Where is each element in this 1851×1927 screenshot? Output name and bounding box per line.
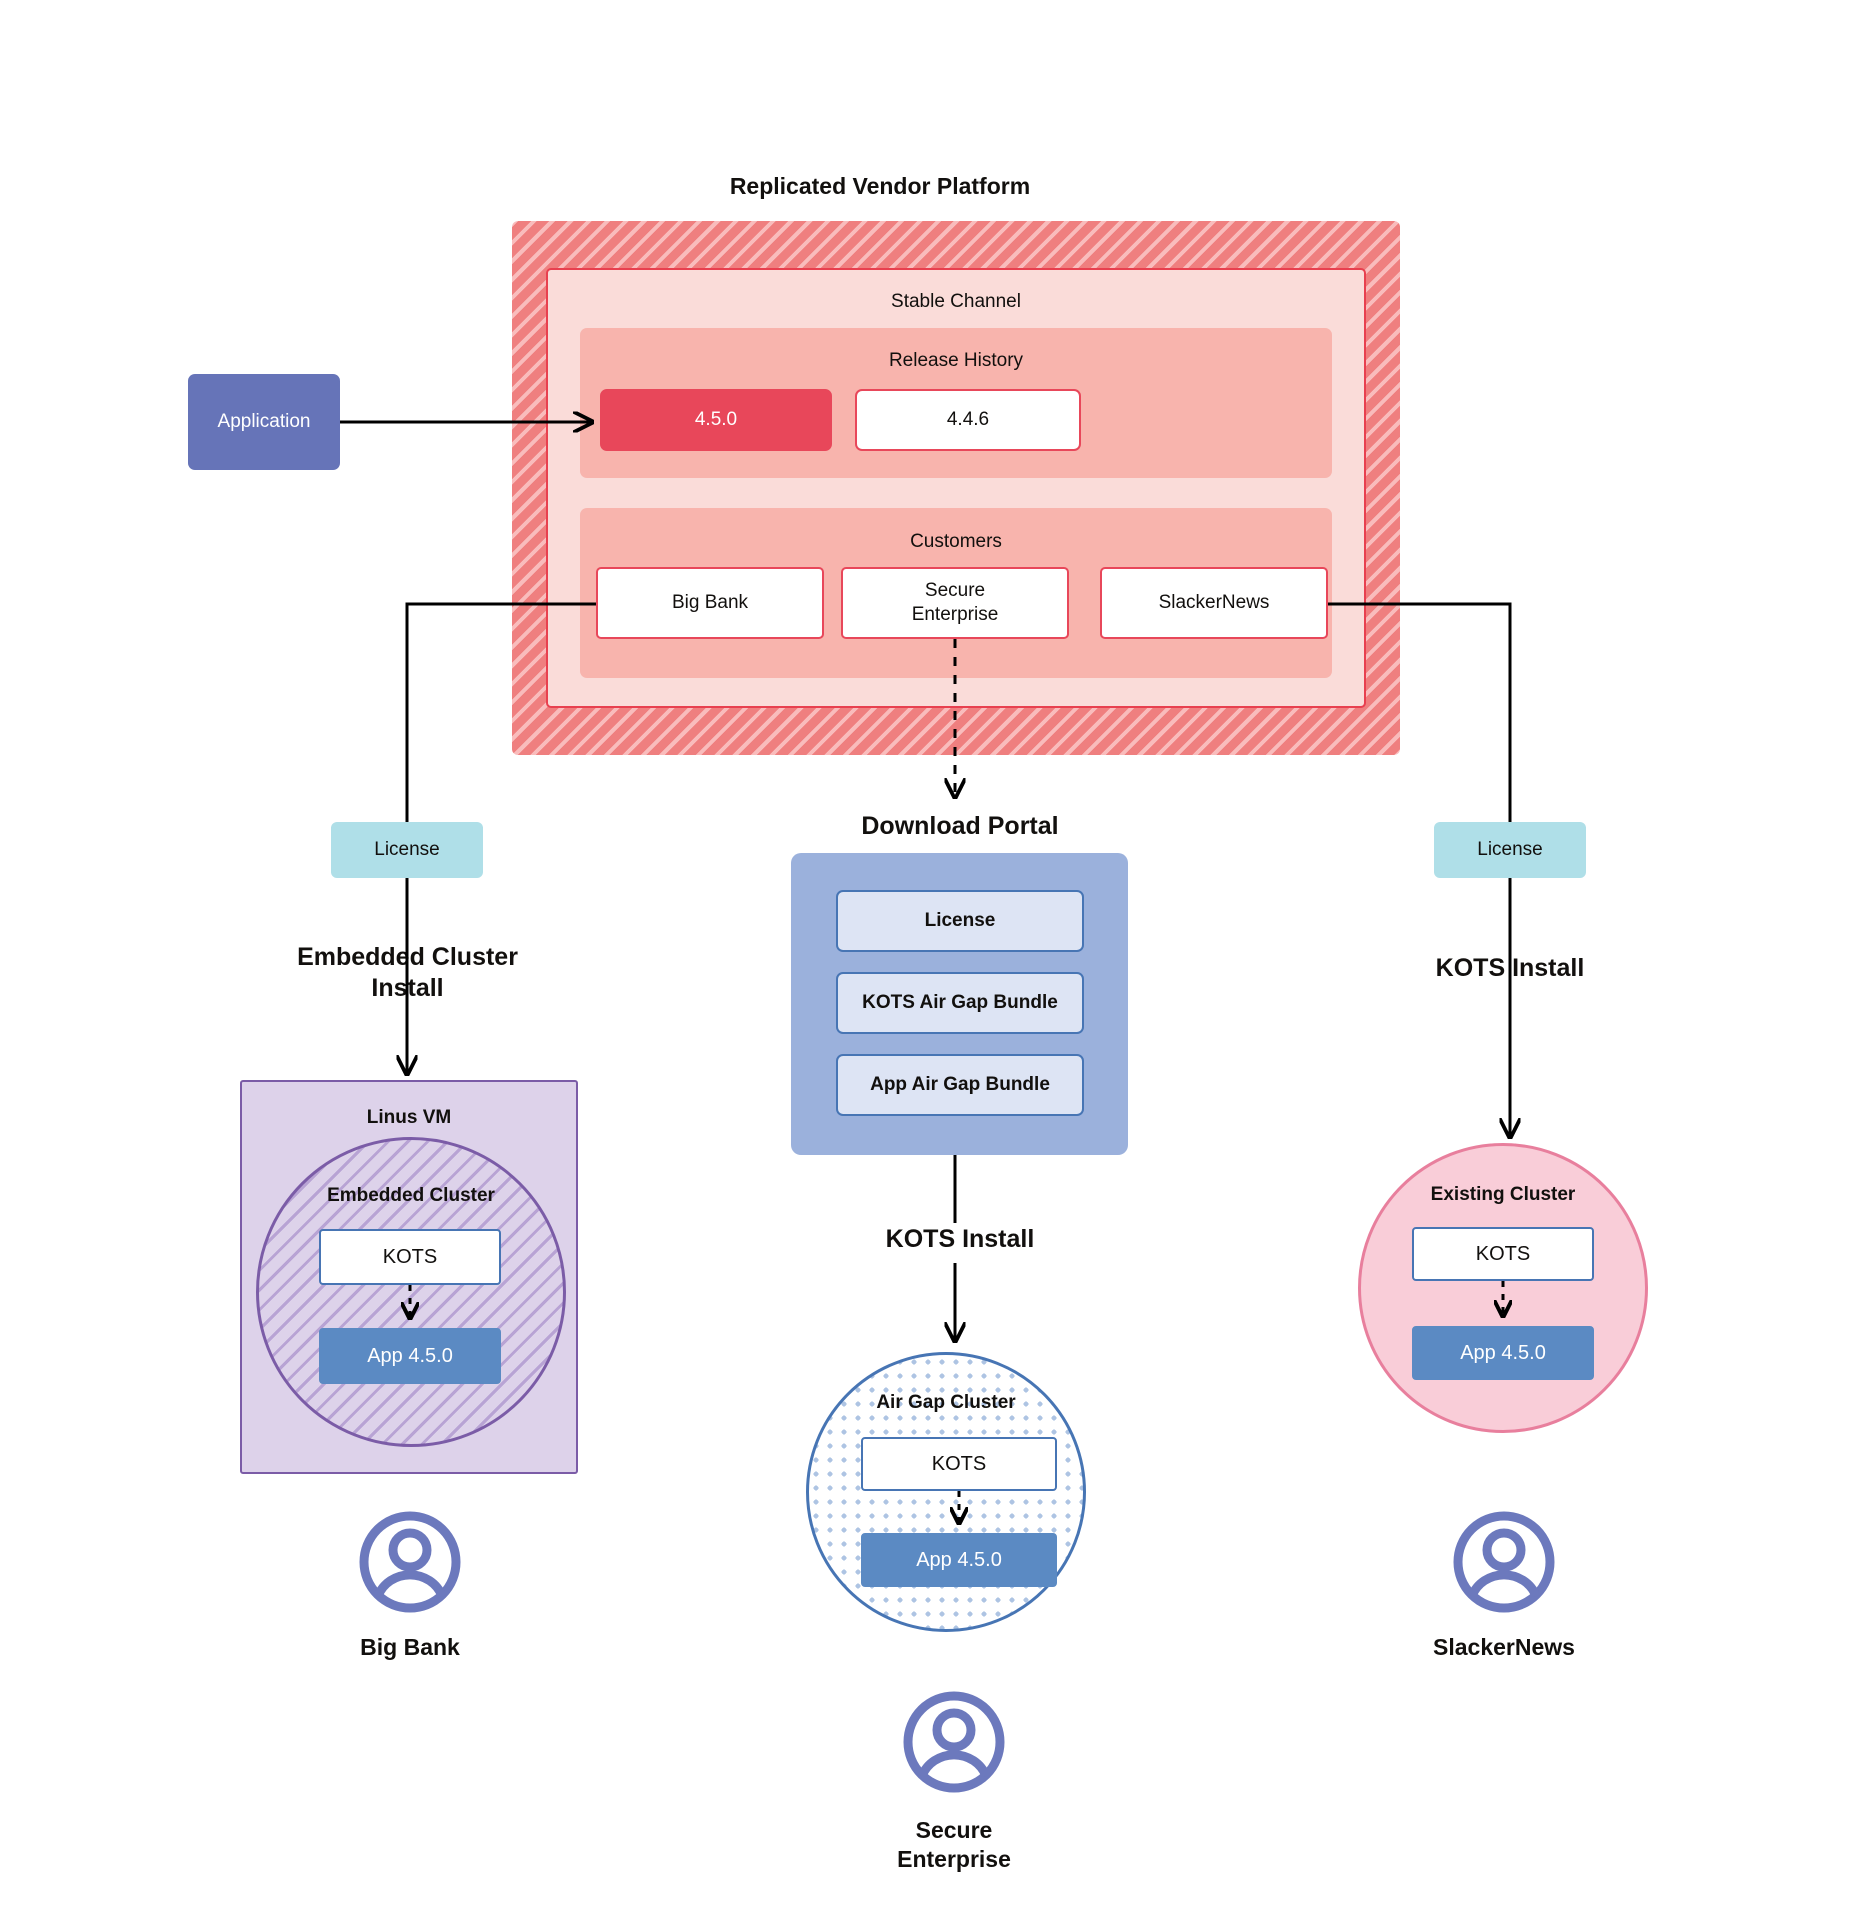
- release-version-current: 4.5.0: [694, 409, 738, 431]
- person-icon: [1453, 1511, 1555, 1613]
- air-gap-cluster-kots-label: KOTS: [931, 1452, 987, 1475]
- customer-box-slackernews[interactable]: SlackerNews: [1100, 567, 1328, 639]
- existing-cluster-label: Existing Cluster: [1430, 1184, 1576, 1206]
- avatar-big-bank: [358, 1510, 462, 1614]
- release-box-current[interactable]: 4.5.0: [600, 389, 832, 451]
- avatar-secure-enterprise: [902, 1690, 1006, 1794]
- flow-label-embedded-cluster-install: Embedded Cluster Install: [297, 942, 518, 1002]
- application-box[interactable]: Application: [188, 374, 340, 470]
- customer-name-secure-enterprise: Secure Enterprise: [911, 580, 999, 625]
- embedded-cluster-label: Embedded Cluster: [327, 1185, 495, 1207]
- license-chip-left[interactable]: License: [331, 822, 483, 878]
- portal-item-kots-air-gap-bundle-label: KOTS Air Gap Bundle: [862, 992, 1058, 1014]
- portal-item-kots-air-gap-bundle[interactable]: KOTS Air Gap Bundle: [836, 972, 1084, 1034]
- release-version-previous: 4.4.6: [946, 409, 990, 431]
- stable-channel-label: Stable Channel: [891, 291, 1021, 313]
- customer-box-secure-enterprise[interactable]: Secure Enterprise: [841, 567, 1069, 639]
- customers-label: Customers: [910, 531, 1002, 553]
- embedded-cluster-kots-label: KOTS: [382, 1245, 438, 1268]
- linux-vm-label: Linus VM: [366, 1107, 452, 1129]
- portal-item-license-label: License: [924, 910, 996, 932]
- persona-label-secure-enterprise: Secure Enterprise: [897, 1817, 1011, 1872]
- diagram-title: Replicated Vendor Platform: [729, 172, 1031, 199]
- existing-cluster-kots-box[interactable]: KOTS: [1412, 1227, 1594, 1281]
- persona-label-big-bank: Big Bank: [360, 1633, 460, 1660]
- existing-cluster-app-label: App 4.5.0: [1460, 1341, 1546, 1364]
- air-gap-cluster-label: Air Gap Cluster: [876, 1392, 1016, 1414]
- portal-item-app-air-gap-bundle-label: App Air Gap Bundle: [870, 1074, 1050, 1096]
- portal-item-license[interactable]: License: [836, 890, 1084, 952]
- existing-cluster-kots-label: KOTS: [1475, 1242, 1531, 1265]
- existing-cluster-app-box[interactable]: App 4.5.0: [1412, 1326, 1594, 1380]
- avatar-slackernews: [1452, 1510, 1556, 1614]
- license-chip-left-label: License: [374, 839, 440, 861]
- portal-item-app-air-gap-bundle[interactable]: App Air Gap Bundle: [836, 1054, 1084, 1116]
- license-chip-right[interactable]: License: [1434, 822, 1586, 878]
- air-gap-cluster-app-box[interactable]: App 4.5.0: [861, 1533, 1057, 1587]
- flow-label-kots-install-center: KOTS Install: [885, 1225, 1035, 1254]
- license-chip-right-label: License: [1477, 839, 1543, 861]
- embedded-cluster-kots-box[interactable]: KOTS: [319, 1229, 501, 1285]
- embedded-cluster-app-label: App 4.5.0: [367, 1344, 453, 1367]
- download-portal-title: Download Portal: [861, 812, 1059, 841]
- person-icon: [359, 1511, 461, 1613]
- flow-label-kots-install-right: KOTS Install: [1435, 954, 1585, 983]
- release-box-previous[interactable]: 4.4.6: [855, 389, 1081, 451]
- customer-name-slackernews: SlackerNews: [1158, 592, 1270, 614]
- embedded-cluster-app-box[interactable]: App 4.5.0: [319, 1328, 501, 1384]
- persona-label-slackernews: SlackerNews: [1433, 1633, 1575, 1660]
- customer-box-big-bank[interactable]: Big Bank: [596, 567, 824, 639]
- release-history-label: Release History: [888, 350, 1024, 372]
- application-label: Application: [217, 411, 311, 433]
- person-icon: [903, 1691, 1005, 1793]
- customer-name-big-bank: Big Bank: [671, 592, 749, 614]
- embedded-cluster-circle: [256, 1137, 566, 1447]
- air-gap-cluster-kots-box[interactable]: KOTS: [861, 1437, 1057, 1491]
- air-gap-cluster-app-label: App 4.5.0: [916, 1548, 1002, 1571]
